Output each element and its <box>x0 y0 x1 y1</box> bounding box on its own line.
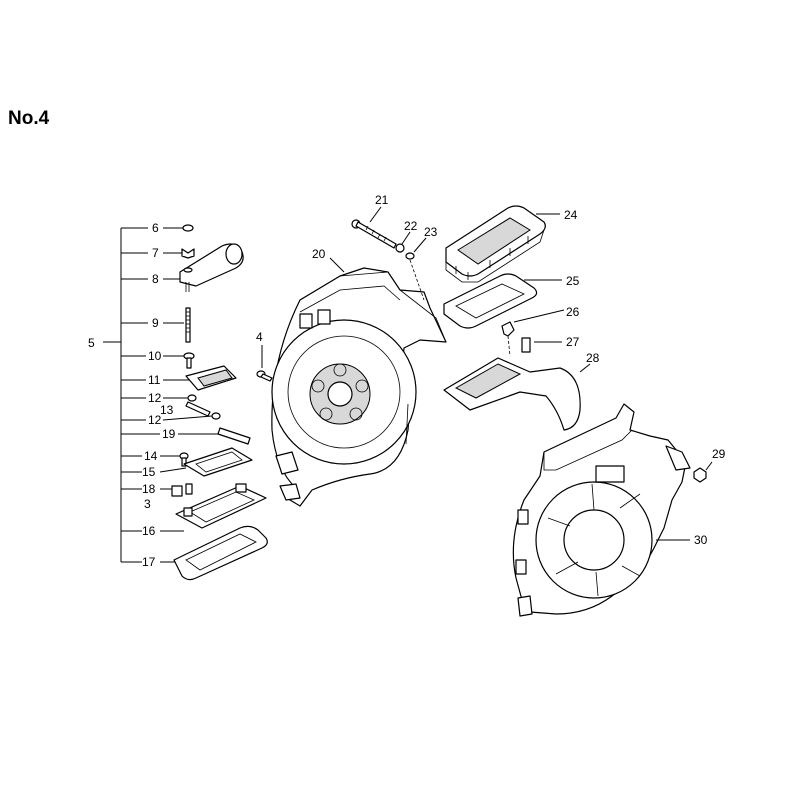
part-25-gasket <box>443 273 562 329</box>
callout-26: 26 <box>566 305 580 319</box>
part-10-screw <box>183 352 195 369</box>
part-29-nut <box>693 461 713 483</box>
part-8-intake-pipe <box>179 243 244 292</box>
callout-29: 29 <box>712 447 726 461</box>
callout-19: 19 <box>162 427 176 441</box>
callout-18: 18 <box>142 482 156 496</box>
callout-6: 6 <box>152 221 159 235</box>
callout-3: 3 <box>144 497 151 511</box>
part-18-spring <box>185 483 193 495</box>
callout-15: 15 <box>142 465 156 479</box>
part-28-intake-duct <box>443 357 591 431</box>
callout-21: 21 <box>375 193 389 207</box>
callout-13: 13 <box>160 403 174 417</box>
part-22-washer <box>395 231 411 253</box>
part-30-fan-cover <box>512 403 691 617</box>
part-27-fitting <box>521 337 562 353</box>
part-9-stud-bolt <box>185 307 191 343</box>
part-17-gasket <box>173 525 268 581</box>
callout-10: 10 <box>148 349 162 363</box>
callout-5: 5 <box>88 336 95 350</box>
callout-labels: 5 6 7 8 9 10 11 12 13 12 19 14 15 18 3 1… <box>88 193 726 569</box>
part-23-nut <box>405 237 427 301</box>
callout-7: 7 <box>152 246 159 260</box>
part-19-clip <box>217 427 251 445</box>
callout-30: 30 <box>694 533 708 547</box>
part-12-washer-a <box>187 394 197 402</box>
assembly-bracket <box>103 227 160 563</box>
callout-20: 20 <box>312 247 326 261</box>
part-20-fan-housing <box>271 267 447 507</box>
part-14-screw <box>179 452 189 467</box>
part-3-label <box>171 485 183 497</box>
callout-9: 9 <box>152 316 159 330</box>
callout-22: 22 <box>404 219 418 233</box>
callout-12-lower: 12 <box>148 413 162 427</box>
callout-14: 14 <box>144 449 158 463</box>
callout-17: 17 <box>142 555 156 569</box>
leader-20 <box>329 257 345 273</box>
part-12-washer-b <box>211 412 221 420</box>
callout-23: 23 <box>424 225 438 239</box>
callout-4: 4 <box>256 330 263 344</box>
part-21-long-bolt <box>351 206 397 249</box>
callout-25: 25 <box>566 274 580 288</box>
part-15-gasket-plate <box>183 447 253 477</box>
callout-28: 28 <box>586 351 600 365</box>
part-11-filter-element <box>185 365 237 391</box>
callout-27: 27 <box>566 335 580 349</box>
callout-16: 16 <box>142 524 156 538</box>
callout-11: 11 <box>148 373 161 387</box>
part-24-grille <box>445 205 560 283</box>
page-title: No.4 <box>8 108 50 129</box>
part-26-elbow <box>501 309 565 357</box>
part-13-spacer <box>185 401 211 417</box>
part-16-air-cleaner-base <box>175 483 267 529</box>
callout-24: 24 <box>564 208 578 222</box>
part-4-bolt <box>256 345 273 382</box>
part-6-o-ring <box>182 224 194 232</box>
left-leader-lines <box>159 227 220 563</box>
callout-12-upper: 12 <box>148 391 162 405</box>
part-7-wing-nut <box>181 248 195 259</box>
callout-8: 8 <box>152 272 159 286</box>
